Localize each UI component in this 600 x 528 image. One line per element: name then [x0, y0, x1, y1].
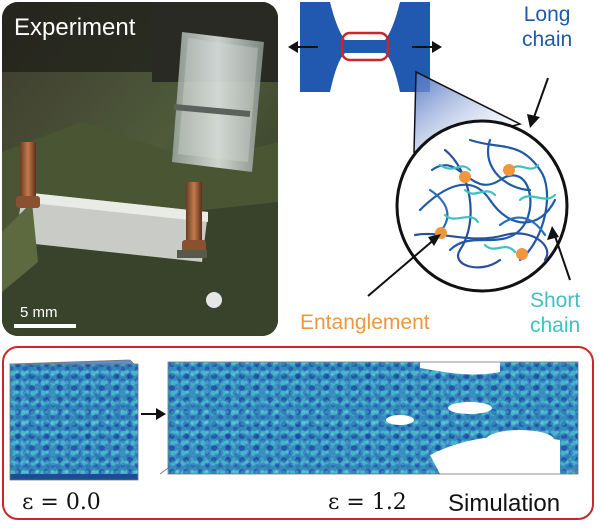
simulation-title: Simulation — [448, 490, 561, 517]
strain-final-label: ε = 1.2 — [328, 490, 407, 515]
short-chain-label: Short chain — [530, 289, 581, 337]
gauge-highlight — [340, 31, 390, 62]
slab-deformed — [159, 361, 579, 475]
entanglement-label: Entanglement — [300, 311, 430, 334]
magnified-region — [395, 119, 569, 293]
simulation-drawing — [9, 359, 579, 481]
scale-bar-label: 5 mm — [20, 304, 58, 321]
experiment-title: Experiment — [14, 14, 136, 41]
long-chain-pointer — [532, 77, 549, 121]
dogbone-specimen — [300, 2, 430, 92]
entanglement-pointer — [367, 237, 437, 297]
strain-initial-label: ε = 0.0 — [22, 490, 101, 515]
slab-initial — [9, 359, 139, 481]
experiment-photo-drawing — [2, 2, 278, 336]
simulation-panel — [2, 346, 594, 520]
chain-schematic — [288, 2, 571, 297]
entanglement-points — [435, 164, 528, 260]
short-chain-pointer — [553, 232, 571, 281]
short-chain-network — [438, 163, 557, 254]
long-chain-label: Long chain — [522, 3, 573, 51]
experiment-photo: Experiment 5 mm — [2, 2, 278, 336]
